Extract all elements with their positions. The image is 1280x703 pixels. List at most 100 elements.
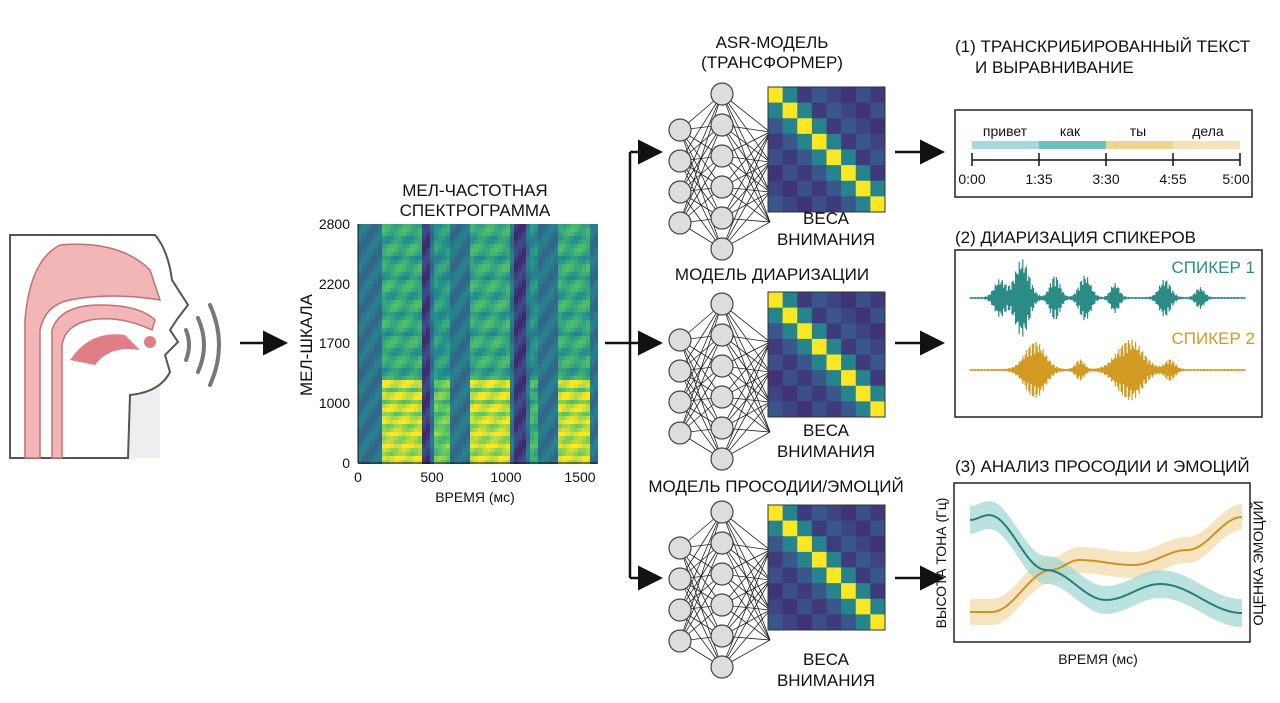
spectrogram-cell	[530, 308, 534, 312]
spectrogram-cell	[574, 368, 578, 372]
spectrogram-cell	[418, 432, 422, 436]
spectrogram-cell	[482, 300, 486, 304]
spectrogram-cell	[466, 268, 470, 272]
spectrogram-cell	[530, 436, 534, 440]
spectrogram-cell	[570, 424, 574, 428]
spectrogram-cell	[406, 440, 410, 444]
attention-cell	[797, 149, 813, 166]
spectrogram-cell	[482, 380, 486, 384]
spectrogram-cell	[494, 384, 498, 388]
spectrogram-cell	[526, 272, 530, 276]
spectrogram-cell	[442, 340, 446, 344]
spectrogram-cell	[434, 452, 438, 456]
spectrogram-cell	[558, 452, 562, 456]
spectrogram-cell	[474, 280, 478, 284]
spectrogram-cell	[406, 328, 410, 332]
spectrogram-cell	[594, 320, 598, 324]
spectrogram-cell	[590, 312, 594, 316]
spectrogram-cell	[538, 224, 542, 228]
spectrogram-cell	[418, 344, 422, 348]
spectrogram-cell	[450, 308, 454, 312]
spectrogram-cell	[586, 224, 590, 228]
spectrogram-cell	[538, 456, 542, 460]
spectrogram-cell	[526, 236, 530, 240]
spectrogram-cell	[442, 416, 446, 420]
attention-cell	[768, 505, 784, 522]
spectrogram-cell	[358, 240, 362, 244]
spectrogram-cell	[506, 288, 510, 292]
spectrogram-cell	[410, 248, 414, 252]
spectrogram-cell	[554, 392, 558, 396]
spectrogram-cell	[430, 348, 434, 352]
spectrogram-cell	[370, 412, 374, 416]
spectrogram-cell	[554, 308, 558, 312]
spectrogram-cell	[518, 328, 522, 332]
spectrogram-cell	[422, 396, 426, 400]
attention-cell	[870, 102, 886, 119]
spectrogram-cell	[446, 252, 450, 256]
spectrogram-cell	[538, 420, 542, 424]
spectrogram-cell	[422, 364, 426, 368]
spectrogram-cell	[478, 316, 482, 320]
spectrogram-cell	[506, 256, 510, 260]
spectrogram-cell	[454, 320, 458, 324]
spectrogram-cell	[374, 388, 378, 392]
spectrogram-cell	[458, 456, 462, 460]
spectrogram-cell	[530, 304, 534, 308]
spectrogram-cell	[398, 432, 402, 436]
spectrogram-cell	[546, 384, 550, 388]
spectrogram-cell	[474, 408, 478, 412]
spectrogram-cell	[442, 432, 446, 436]
spectrogram-cell	[394, 448, 398, 452]
spectrogram-cell	[458, 356, 462, 360]
spectrogram-cell	[514, 376, 518, 380]
spectrogram-cell	[398, 304, 402, 308]
spectrogram-cell	[482, 456, 486, 460]
spectrogram-cell	[422, 288, 426, 292]
spectrogram-cell	[462, 352, 466, 356]
spectrogram-cell	[582, 360, 586, 364]
spectrogram-cell	[482, 432, 486, 436]
spectrogram-cell	[386, 288, 390, 292]
spectrogram-cell	[398, 380, 402, 384]
spectrogram-cell	[378, 384, 382, 388]
spectrogram-cell	[414, 368, 418, 372]
spectrogram-cell	[454, 244, 458, 248]
spectrogram-cell	[430, 316, 434, 320]
spectrogram-cell	[526, 280, 530, 284]
spectrogram-cell	[522, 288, 526, 292]
spectrogram-cell	[578, 460, 582, 464]
spectrogram-cell	[374, 396, 378, 400]
spectrogram-cell	[446, 304, 450, 308]
spectrogram-cell	[590, 428, 594, 432]
spectrogram-cell	[398, 448, 402, 452]
attention-cell	[870, 118, 886, 135]
spectrogram-cell	[374, 400, 378, 404]
spectrogram-cell	[410, 264, 414, 268]
attention-cell	[855, 118, 871, 135]
spectrogram-cell	[506, 408, 510, 412]
spectrogram-cell	[562, 432, 566, 436]
spectrogram-cell	[466, 360, 470, 364]
spectrogram-cell	[474, 296, 478, 300]
spectrogram-cell	[502, 240, 506, 244]
spectrogram-cell	[542, 436, 546, 440]
spectrogram-cell	[418, 408, 422, 412]
spectrogram-cell	[534, 368, 538, 372]
spectrogram-cell	[574, 408, 578, 412]
spectrogram-cell	[534, 336, 538, 340]
spectrogram-cell	[502, 428, 506, 432]
spectrogram-cell	[382, 244, 386, 248]
spectrogram-cell	[430, 440, 434, 444]
spectrogram-cell	[498, 244, 502, 248]
spectrogram-cell	[394, 280, 398, 284]
spectrogram-cell	[554, 340, 558, 344]
spectrogram-cell	[370, 408, 374, 412]
spectrogram-cell	[442, 356, 446, 360]
spectrogram-cell	[378, 312, 382, 316]
spectrogram-cell	[590, 376, 594, 380]
spectrogram-cell	[506, 272, 510, 276]
spectrogram-cell	[434, 348, 438, 352]
spectrogram-cell	[550, 256, 554, 260]
spectrogram-cell	[382, 424, 386, 428]
